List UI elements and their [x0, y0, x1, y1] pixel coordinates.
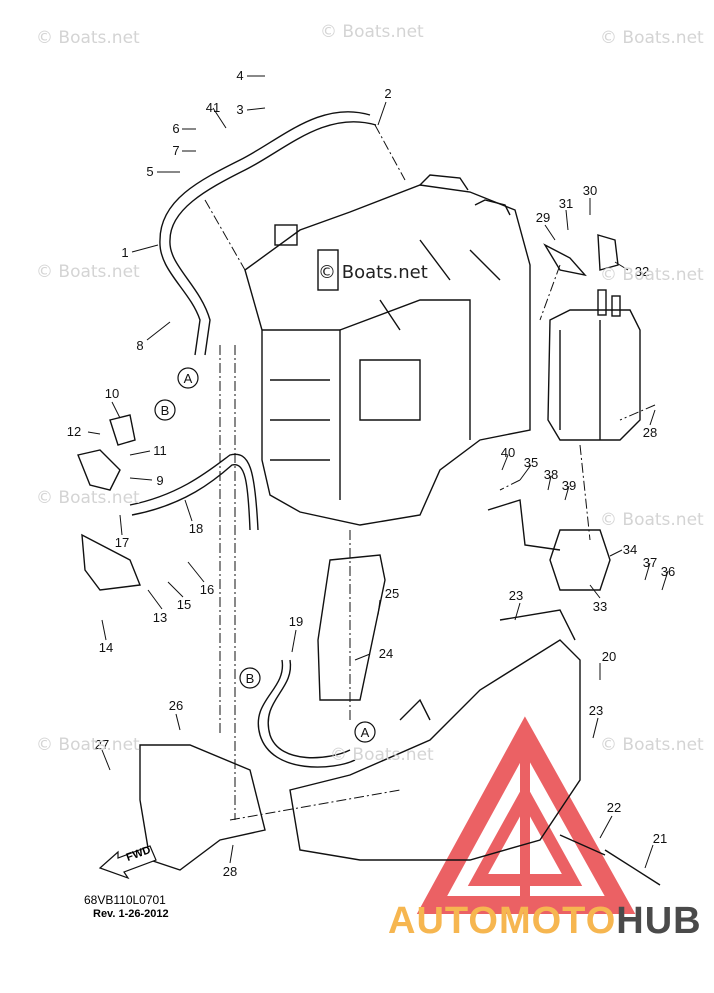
callout-number: 19 [289, 614, 303, 629]
watermark: © Boats.net [600, 735, 704, 755]
hoses [129, 111, 377, 768]
callout-number: 23 [589, 703, 603, 718]
ref-marker-b [239, 667, 261, 689]
callout-number: 20 [602, 649, 616, 664]
callout-number: 9 [156, 473, 163, 488]
engine-block [244, 174, 531, 526]
lower-unit [289, 609, 661, 886]
watermark: © Boats.net [330, 745, 434, 765]
watermark: © Boats.net [320, 22, 424, 42]
leader-lines [204, 124, 656, 821]
callout-number: 34 [623, 542, 637, 557]
fwd-arrow-icon [98, 845, 157, 880]
callout-number: 10 [105, 386, 119, 401]
brand-logo-text: AUTOMOTOHUB [388, 900, 702, 943]
callout-number: 13 [153, 610, 167, 625]
revision-date: Rev. 1-26-2012 [93, 908, 169, 920]
callout-number: 39 [562, 478, 576, 493]
callout-number: 1 [121, 245, 128, 260]
watermark: © Boats.net [36, 488, 140, 508]
callout-number: 16 [200, 582, 214, 597]
callout-number: 29 [536, 210, 550, 225]
callout-number: 26 [169, 698, 183, 713]
callout-number: 5 [146, 164, 153, 179]
callout-leaders [87, 75, 669, 869]
callout-number: 8 [136, 338, 143, 353]
callout-number: 12 [67, 424, 81, 439]
callout-number: 38 [544, 467, 558, 482]
callout-number: 40 [501, 445, 515, 460]
ref-marker-b [154, 399, 176, 421]
ref-marker-label: B [161, 403, 170, 418]
callout-number: 27 [95, 737, 109, 752]
ref-marker-a [177, 367, 199, 389]
callout-number: 7 [172, 143, 179, 158]
brackets [77, 234, 619, 871]
callout-number: 35 [524, 455, 538, 470]
callout-number: 11 [153, 443, 167, 458]
ref-marker-label: A [184, 371, 193, 386]
callout-number: 22 [607, 800, 621, 815]
diagram-code: 68VB110L0701 [84, 893, 166, 907]
main-watermark: © Boats.net [318, 262, 428, 283]
callout-number: 37 [643, 555, 657, 570]
callout-number: 21 [653, 831, 667, 846]
callout-number: 4 [236, 68, 243, 83]
watermark: © Boats.net [600, 28, 704, 48]
watermark: © Boats.net [36, 735, 140, 755]
callout-number: 28 [223, 864, 237, 879]
ref-marker-label: A [361, 725, 370, 740]
brand-part-1: AUTOMOTO [388, 900, 617, 942]
ref-marker-a [354, 721, 376, 743]
callout-number: 31 [559, 196, 573, 211]
callout-number: 15 [177, 597, 191, 612]
watermark: © Boats.net [600, 510, 704, 530]
callout-number: 3 [236, 102, 243, 117]
callout-number: 33 [593, 599, 607, 614]
watermark: © Boats.net [600, 265, 704, 285]
callout-number: 36 [661, 564, 675, 579]
callout-number: 41 [206, 100, 220, 115]
callout-number: 30 [583, 183, 597, 198]
callout-number: 24 [379, 646, 393, 661]
callout-number: 32 [635, 264, 649, 279]
callout-number: 6 [172, 121, 179, 136]
callout-number: 28 [643, 425, 657, 440]
callout-number: 2 [384, 86, 391, 101]
callout-number: 18 [189, 521, 203, 536]
callout-number: 17 [115, 535, 129, 550]
callout-number: 23 [509, 588, 523, 603]
callout-number: 14 [99, 640, 113, 655]
ref-marker-label: B [246, 671, 255, 686]
watermark: © Boats.net [36, 262, 140, 282]
callout-number: 25 [385, 586, 399, 601]
reference-markers [154, 367, 376, 743]
brand-part-2: HUB [616, 900, 702, 942]
watermark: © Boats.net [36, 28, 140, 48]
filter-assembly [547, 289, 641, 441]
automotohub-logo-icon [416, 716, 636, 914]
